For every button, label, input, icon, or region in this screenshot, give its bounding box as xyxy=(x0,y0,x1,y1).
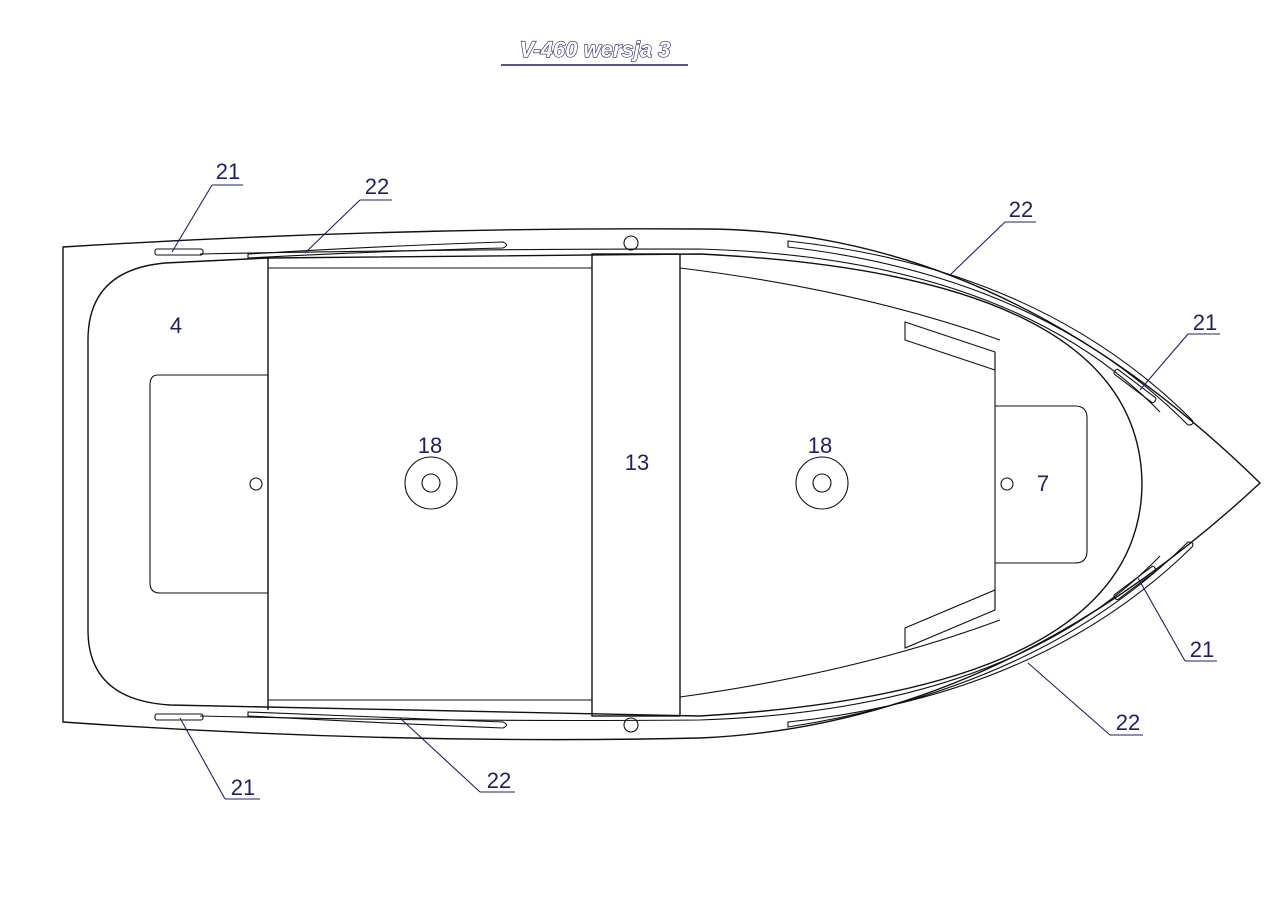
label-middle-bench: 13 xyxy=(625,450,649,475)
rail-top-bow xyxy=(787,240,1194,426)
drawing-title: V-460 wersja 3 xyxy=(520,37,671,62)
label-floor-aft: 18 xyxy=(418,433,442,458)
leader-cleat-top-bow xyxy=(1139,333,1189,391)
label-cleat-top-bow: 21 xyxy=(1193,310,1217,335)
fwd-inspection-port-outer xyxy=(795,456,849,510)
cleat-top-bow xyxy=(1113,368,1157,404)
cleat-top-aft xyxy=(154,248,204,256)
stern-locker-hatch xyxy=(149,374,269,594)
label-cleat-bottom-bow: 21 xyxy=(1190,637,1214,662)
stern-drain-hole xyxy=(249,477,263,491)
label-rail-top-bow: 22 xyxy=(1009,197,1033,222)
label-cleat-top-aft: 21 xyxy=(216,159,240,184)
aft-inspection-port-inner xyxy=(421,473,441,493)
label-rail-top-aft: 22 xyxy=(365,174,389,199)
rail-bottom-aft xyxy=(247,711,508,729)
fwd-floor-top-curve xyxy=(679,267,1001,341)
label-cleat-bottom-aft: 21 xyxy=(231,775,255,800)
fwd-inspection-port-inner xyxy=(812,473,832,493)
label-rail-bottom-bow: 22 xyxy=(1116,710,1140,735)
leader-rail-top-aft xyxy=(304,199,361,254)
leader-rail-top-bow xyxy=(949,221,1006,276)
leader-rail-bottom-aft xyxy=(399,717,481,793)
bow-drain-hole xyxy=(1000,477,1014,491)
interior-liner xyxy=(87,253,1143,717)
leader-cleat-bottom-aft xyxy=(179,717,226,800)
cleat-bottom-bow xyxy=(1113,565,1157,601)
aft-inspection-port-outer xyxy=(404,456,458,510)
rail-bottom-bow xyxy=(787,541,1194,728)
fwd-floor-bottom-curve xyxy=(679,619,1001,698)
gunwale-inner-line xyxy=(199,248,1161,413)
bow-seat-hatch xyxy=(994,405,1088,564)
bow-bottom-side-panel xyxy=(904,589,996,649)
bench-top-bolt xyxy=(623,235,639,251)
leader-cleat-top-aft xyxy=(171,184,213,253)
rail-top-aft xyxy=(247,241,508,259)
hull-outline xyxy=(62,228,1262,741)
gunwale-inner-line-bottom xyxy=(199,555,1161,722)
label-stern-seat: 4 xyxy=(170,313,182,338)
label-rail-bottom-aft: 22 xyxy=(487,768,511,793)
bow-top-side-panel xyxy=(904,321,996,371)
label-floor-fwd: 18 xyxy=(808,433,832,458)
leader-rail-bottom-bow xyxy=(1027,662,1111,736)
leader-cleat-bottom-bow xyxy=(1137,577,1186,662)
bench-bottom-bolt xyxy=(623,717,639,733)
middle-bench xyxy=(591,253,681,717)
label-bow-seat: 7 xyxy=(1037,471,1049,496)
cleat-bottom-aft xyxy=(154,713,204,721)
